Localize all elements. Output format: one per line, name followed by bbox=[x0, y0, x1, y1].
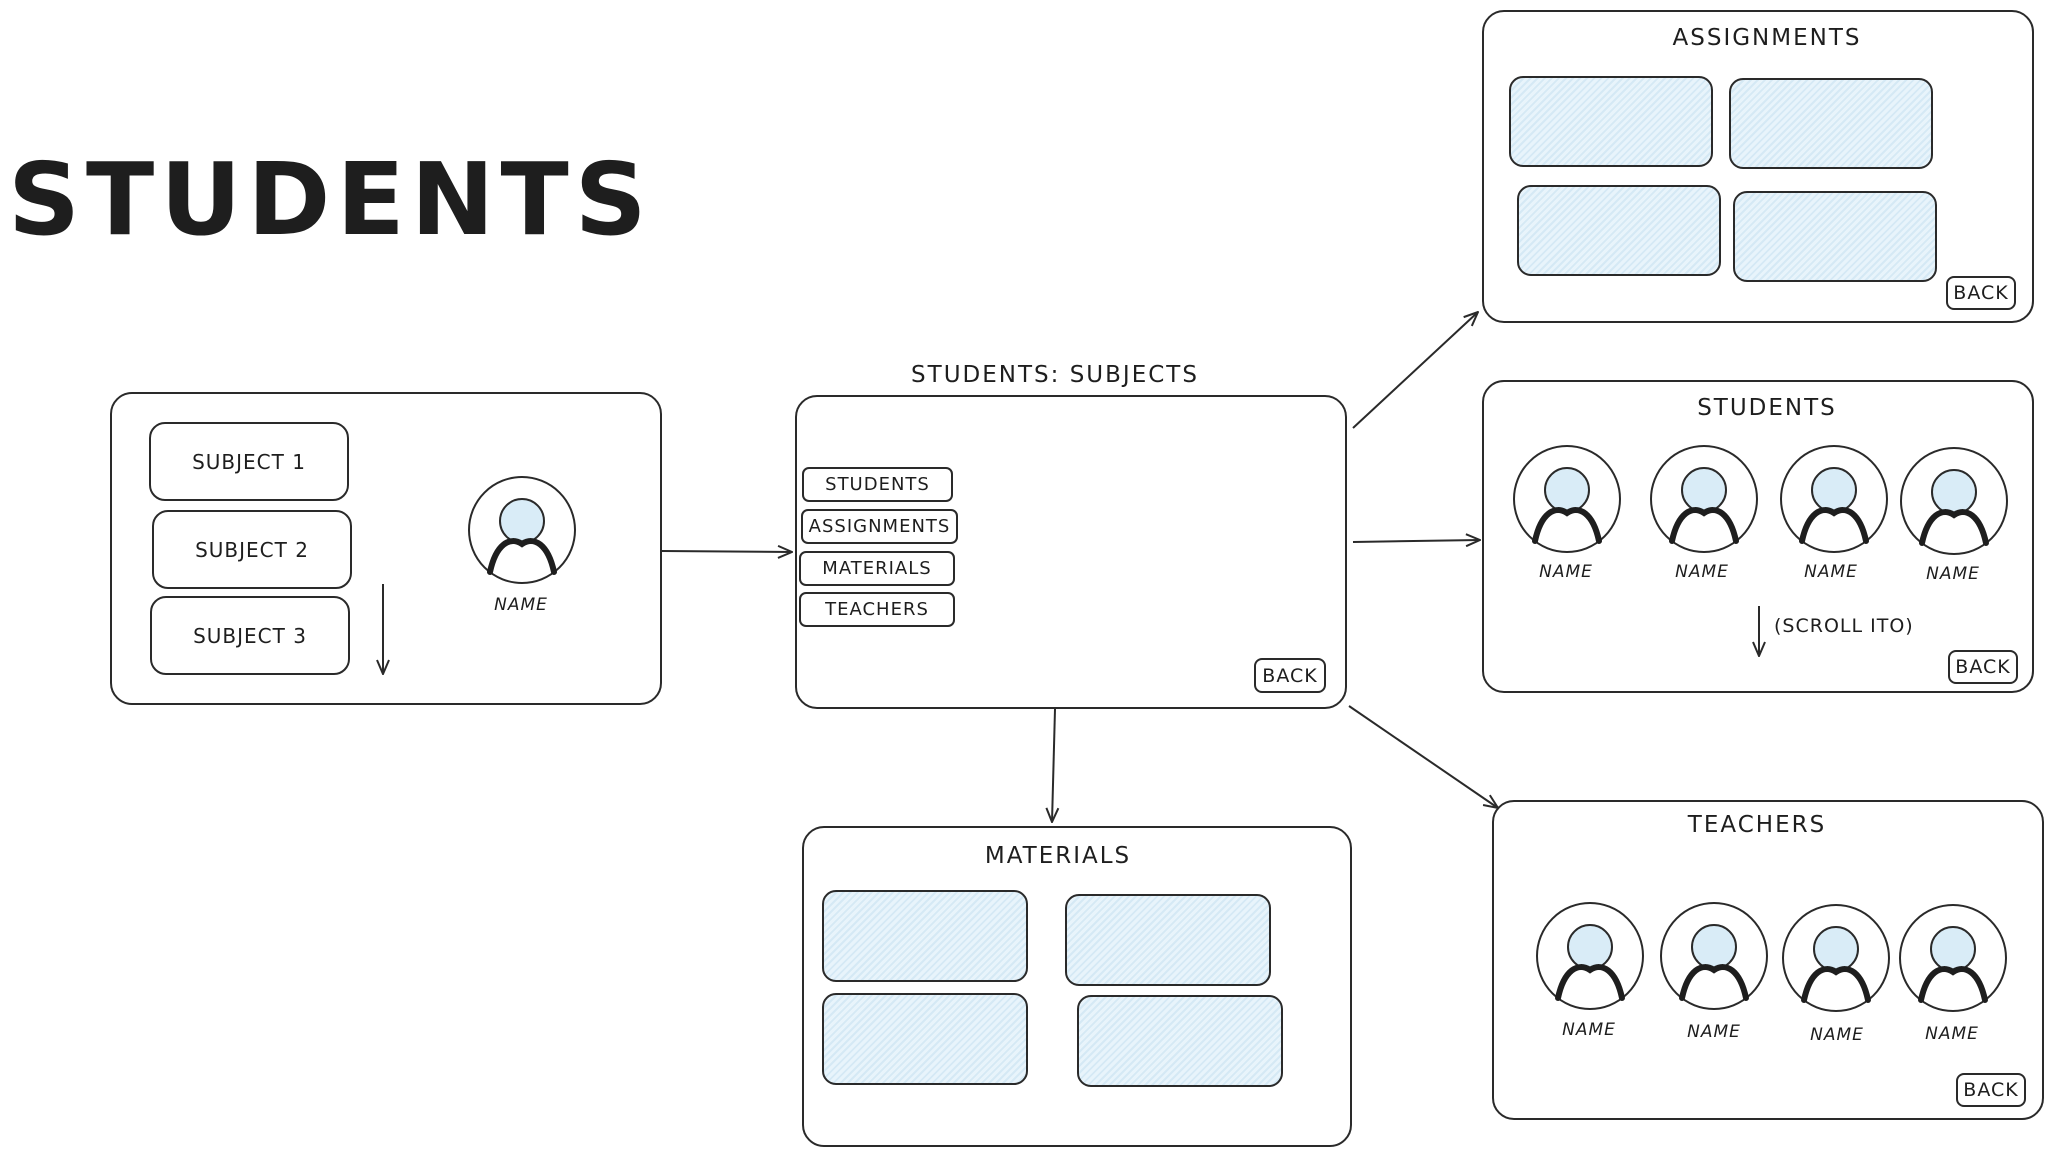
subjects-screen: STUDENTS ASSIGNMENTS MATERIALS TEACHERS … bbox=[795, 395, 1347, 709]
back-button[interactable]: BACK bbox=[1946, 276, 2016, 310]
teacher-name-label: NAME bbox=[1687, 1022, 1741, 1042]
assignment-card[interactable] bbox=[1729, 78, 1933, 169]
arrow-subjects-to-teachers bbox=[1348, 705, 1498, 808]
assignment-card[interactable] bbox=[1509, 76, 1713, 167]
assignment-card[interactable] bbox=[1517, 185, 1721, 276]
student-name-label: NAME bbox=[1926, 564, 1980, 584]
assignments-screen-title: ASSIGNMENTS bbox=[1672, 25, 1862, 51]
student-name-label: NAME bbox=[1804, 562, 1858, 582]
material-card[interactable] bbox=[822, 890, 1028, 982]
home-screen: SUBJECT 1 SUBJECT 2 SUBJECT 3 NAME bbox=[110, 392, 662, 705]
teacher-name-label: NAME bbox=[1925, 1024, 1979, 1044]
menu-teachers-button[interactable]: TEACHERS bbox=[799, 592, 955, 627]
arrow-subjects-to-materials bbox=[1052, 708, 1055, 822]
user-avatar-icon[interactable] bbox=[1897, 902, 2009, 1014]
user-avatar-icon[interactable] bbox=[1511, 443, 1623, 555]
assignment-card[interactable] bbox=[1733, 191, 1937, 282]
material-card[interactable] bbox=[1077, 995, 1283, 1087]
arrow-home-to-subjects bbox=[661, 551, 792, 552]
page-title: STUDENTS bbox=[8, 141, 653, 258]
material-card[interactable] bbox=[822, 993, 1028, 1085]
subject-2-button[interactable]: SUBJECT 2 bbox=[152, 510, 352, 589]
back-button[interactable]: BACK bbox=[1948, 650, 2018, 684]
arrow-subjects-to-assignments bbox=[1352, 312, 1478, 429]
user-avatar-icon[interactable] bbox=[1534, 900, 1646, 1012]
students-screen: STUDENTS NAME NAME NAME NAME (SCROLL ITO… bbox=[1482, 380, 2034, 693]
user-avatar-icon[interactable] bbox=[466, 474, 578, 586]
teachers-screen: TEACHERS NAME NAME NAME NAME BACK bbox=[1492, 800, 2044, 1120]
arrow-subjects-to-students bbox=[1352, 540, 1480, 542]
teacher-name-label: NAME bbox=[1562, 1020, 1616, 1040]
teachers-screen-title: TEACHERS bbox=[1687, 812, 1827, 838]
back-button[interactable]: BACK bbox=[1254, 658, 1326, 693]
user-avatar-icon[interactable] bbox=[1658, 900, 1770, 1012]
user-avatar-icon[interactable] bbox=[1780, 902, 1892, 1014]
materials-screen: MATERIALS bbox=[802, 826, 1352, 1147]
student-name-label: NAME bbox=[1675, 562, 1729, 582]
material-card[interactable] bbox=[1065, 894, 1271, 986]
subject-1-button[interactable]: SUBJECT 1 bbox=[149, 422, 349, 501]
teacher-name-label: NAME bbox=[1810, 1025, 1864, 1045]
subjects-screen-title: STUDENTS: SUBJECTS bbox=[911, 362, 1199, 388]
back-button[interactable]: BACK bbox=[1956, 1073, 2026, 1107]
user-avatar-icon[interactable] bbox=[1778, 443, 1890, 555]
menu-students-button[interactable]: STUDENTS bbox=[802, 467, 953, 502]
student-name-label: NAME bbox=[1539, 562, 1593, 582]
menu-materials-button[interactable]: MATERIALS bbox=[799, 551, 955, 586]
materials-screen-title: MATERIALS bbox=[984, 843, 1132, 869]
subject-3-button[interactable]: SUBJECT 3 bbox=[150, 596, 350, 675]
scroll-note: (SCROLL ITO) bbox=[1774, 615, 1914, 637]
assignments-screen: ASSIGNMENTS BACK bbox=[1482, 10, 2034, 323]
profile-name-label: NAME bbox=[494, 595, 548, 615]
students-screen-title: STUDENTS bbox=[1697, 395, 1837, 421]
user-avatar-icon[interactable] bbox=[1648, 443, 1760, 555]
user-avatar-icon[interactable] bbox=[1898, 445, 2010, 557]
menu-assignments-button[interactable]: ASSIGNMENTS bbox=[801, 509, 958, 544]
